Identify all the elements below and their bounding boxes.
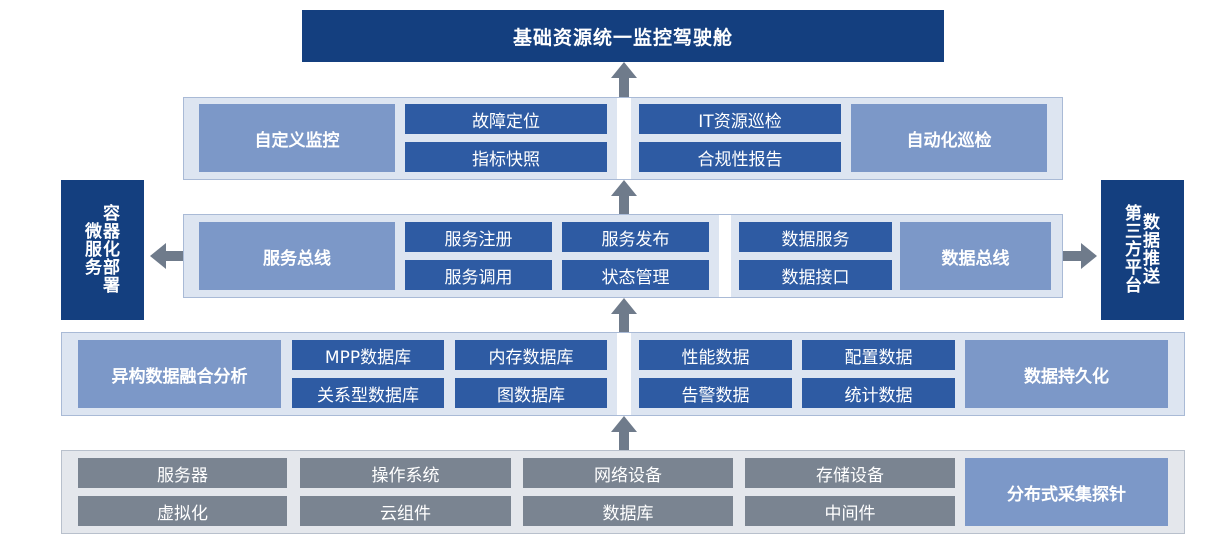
- graph-database-box: 图数据库: [455, 378, 607, 408]
- data-service-box: 数据服务: [739, 222, 892, 252]
- performance-data-box: 性能数据: [639, 340, 792, 370]
- cloud-component-box: 云组件: [300, 496, 511, 526]
- title-text: 基础资源统一监控驾驶舱: [512, 26, 733, 49]
- distributed-probe-box: 分布式采集探针: [965, 458, 1168, 526]
- data-persistence-box: 数据持久化: [965, 340, 1168, 408]
- database-box: 数据库: [523, 496, 733, 526]
- service-publish-box: 服务发布: [562, 222, 709, 252]
- arrow-up-icon: [611, 416, 637, 450]
- mpp-database-box: MPP数据库: [292, 340, 444, 370]
- virtualization-box: 虚拟化: [78, 496, 287, 526]
- storage-divider: [617, 333, 631, 415]
- auto-inspection-box: 自动化巡检: [851, 104, 1047, 172]
- data-push-label: 数据推送: [1143, 213, 1160, 287]
- bus-divider: [719, 215, 731, 297]
- heterogeneous-fusion-box: 异构数据融合分析: [78, 340, 281, 408]
- storage-device-box: 存储设备: [745, 458, 955, 488]
- status-management-box: 状态管理: [562, 260, 709, 290]
- middleware-box: 中间件: [745, 496, 955, 526]
- network-device-box: 网络设备: [523, 458, 733, 488]
- arrow-up-icon: [611, 180, 637, 214]
- it-inspection-box: IT资源巡检: [639, 104, 841, 134]
- metric-snapshot-box: 指标快照: [405, 142, 607, 172]
- title-banner: 基础资源统一监控驾驶舱: [302, 10, 944, 62]
- arrow-up-icon: [611, 62, 637, 98]
- monitor-divider: [617, 98, 631, 179]
- config-data-box: 配置数据: [802, 340, 955, 370]
- arrow-up-icon: [611, 298, 637, 332]
- service-bus-box: 服务总线: [199, 222, 395, 290]
- container-deploy-label: 容器化部署: [103, 204, 120, 296]
- os-box: 操作系统: [300, 458, 511, 488]
- compliance-report-box: 合规性报告: [639, 142, 841, 172]
- service-invoke-box: 服务调用: [405, 260, 552, 290]
- third-party-label: 第三方平台: [1125, 204, 1142, 296]
- microservice-label: 微服务: [85, 222, 102, 278]
- relational-database-box: 关系型数据库: [292, 378, 444, 408]
- statistics-data-box: 统计数据: [802, 378, 955, 408]
- memory-database-box: 内存数据库: [455, 340, 607, 370]
- custom-monitor-box: 自定义监控: [199, 104, 395, 172]
- microservice-container-box: 微服务 容器化部署: [61, 180, 144, 320]
- alarm-data-box: 告警数据: [639, 378, 792, 408]
- fault-location-box: 故障定位: [405, 104, 607, 134]
- arrow-right-icon: [1063, 243, 1097, 269]
- data-interface-box: 数据接口: [739, 260, 892, 290]
- service-register-box: 服务注册: [405, 222, 552, 252]
- data-bus-box: 数据总线: [900, 222, 1051, 290]
- third-party-push-box: 第三方平台 数据推送: [1101, 180, 1184, 320]
- server-box: 服务器: [78, 458, 287, 488]
- arrow-left-icon: [150, 243, 183, 269]
